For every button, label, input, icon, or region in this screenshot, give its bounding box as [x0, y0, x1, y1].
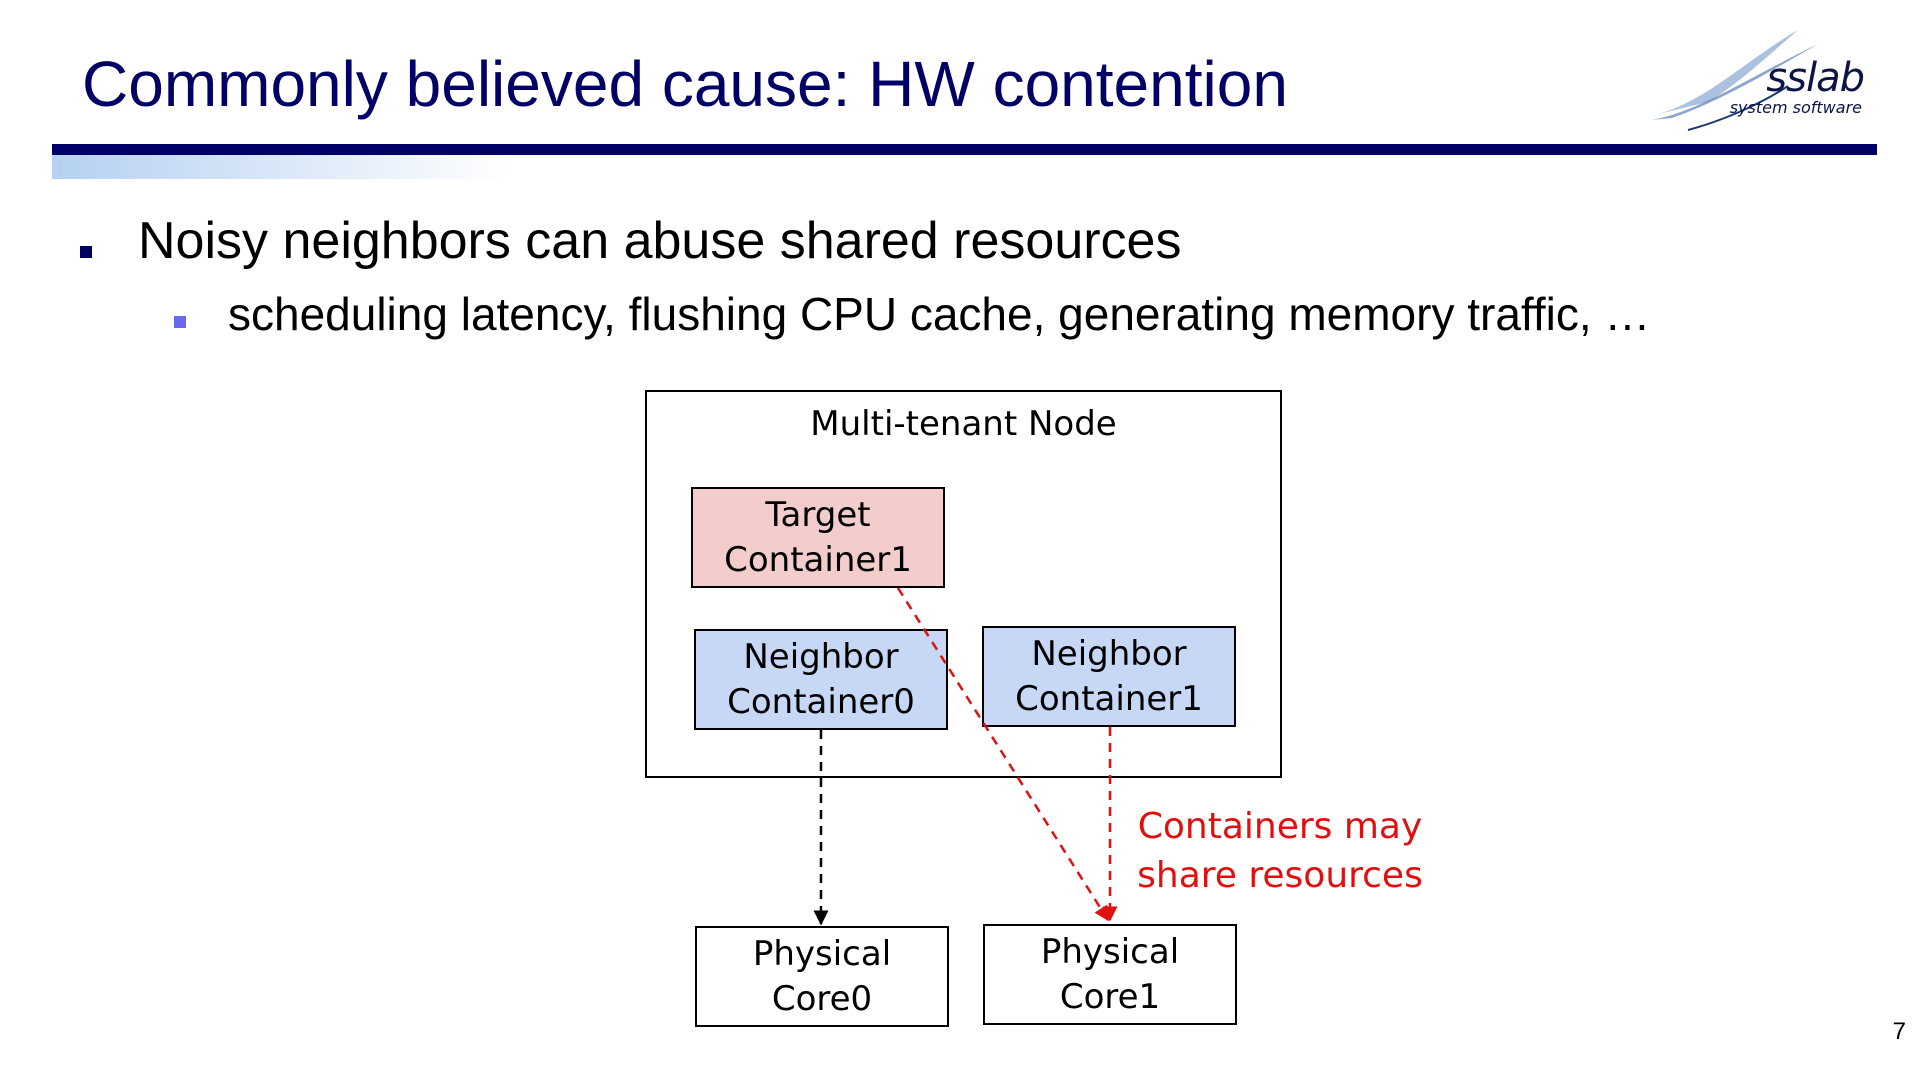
neighbor-container0-box: Neighbor Container0	[694, 629, 948, 730]
slide-title: Commonly believed cause: HW contention	[82, 48, 1288, 120]
box-label-line: Core1	[1059, 976, 1161, 1017]
logo-tagline: system software	[1729, 98, 1862, 117]
box-label-line: Neighbor	[1031, 634, 1187, 675]
multi-tenant-node-label: Multi-tenant Node	[810, 404, 1117, 444]
box-label-line: Core0	[771, 978, 873, 1019]
shared-resources-annotation: Containers may share resources	[1120, 803, 1440, 900]
target-container1-box: Target Container1	[691, 487, 945, 588]
physical-core0-box: Physical Core0	[695, 926, 949, 1027]
sub-bullet-text: scheduling latency, flushing CPU cache, …	[228, 288, 1651, 340]
box-label-line: Container1	[1015, 678, 1203, 719]
physical-core1-box: Physical Core1	[983, 924, 1237, 1025]
bullet-text: Noisy neighbors can abuse shared resourc…	[138, 212, 1182, 270]
neighbor-container1-box: Neighbor Container1	[982, 626, 1236, 727]
bullet-level2: scheduling latency, flushing CPU cache, …	[172, 288, 1650, 341]
annotation-line: Containers may	[1137, 806, 1423, 847]
box-label-line: Target	[765, 495, 871, 536]
box-label-line: Container1	[724, 539, 912, 580]
logo-wordmark: sslab	[1766, 55, 1865, 101]
box-label-line: Neighbor	[743, 637, 899, 678]
page-number: 7	[1892, 1018, 1906, 1045]
box-label-line: Physical	[1040, 932, 1180, 973]
square-bullet-icon	[80, 246, 92, 258]
box-label-line: Container0	[727, 681, 915, 722]
logo-swoosh-icon	[1652, 30, 1818, 131]
title-underline	[52, 144, 1877, 155]
square-bullet-icon	[174, 316, 186, 328]
annotation-line: share resources	[1137, 854, 1423, 896]
box-label-line: Physical	[752, 934, 892, 975]
sslab-logo: sslab system software	[1648, 22, 1878, 140]
title-underline-glow	[52, 155, 512, 179]
bullet-level1: Noisy neighbors can abuse shared resourc…	[78, 212, 1181, 272]
